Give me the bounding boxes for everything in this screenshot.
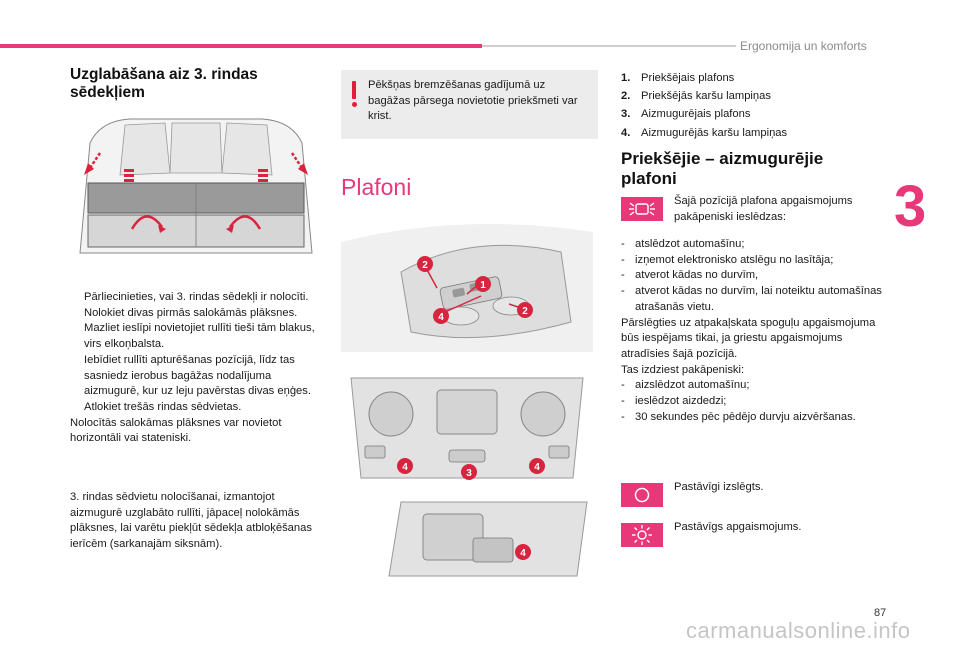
warning-box: Pēkšņas bremzēšanas gadījumā uz bagāžas … bbox=[341, 70, 598, 139]
header-accent-bar bbox=[0, 44, 482, 48]
storage-paragraph: 3. rindas sēdvietu nolocīšanai, izmantoj… bbox=[70, 491, 312, 551]
list-item: -ieslēdzot aizdedzi; bbox=[621, 395, 727, 408]
legend-item: 1.Priekšējais plafons bbox=[621, 72, 735, 84]
list-item: -30 sekundes pēc pēdējo durvju aizvēršan… bbox=[621, 410, 856, 423]
lamp-legend: 1.Priekšējais plafons 2.Priekšējās karšu… bbox=[621, 69, 881, 142]
step-item: Mazliet ieslīpi novietojiet rullīti tieš… bbox=[84, 322, 315, 351]
step-item: Iebīdiet rullīti apturēšanas pozīcijā, l… bbox=[84, 353, 311, 398]
light-on-icon bbox=[621, 523, 663, 547]
front-ceiling-lamp-illustration: 2 1 4 2 bbox=[341, 212, 593, 352]
light-conditions-text: -atslēdzot automašīnu; -izņemot elektron… bbox=[621, 237, 883, 425]
step-item: Atlokiet trešās rindas sēdvietas. bbox=[84, 400, 242, 413]
step-item: Pārliecinieties, vai 3. rindas sēdekļi i… bbox=[84, 291, 309, 303]
fade-out-paragraph: Tas izdziest pakāpeniski: bbox=[621, 363, 745, 376]
light-on-text: Pastāvīgs apgaismojums. bbox=[674, 521, 802, 533]
mirror-light-paragraph: Pārslēgties uz atpakaļskata spoguļu apga… bbox=[621, 316, 876, 360]
header-divider bbox=[482, 45, 736, 47]
storage-note: Nolocītās salokāmas plāksnes var novieto… bbox=[70, 416, 282, 445]
light-off-text: Pastāvīgi izslēgts. bbox=[674, 481, 764, 493]
callout-3: 3 bbox=[466, 468, 472, 479]
rear-ceiling-lamp-illustration: 4 3 4 bbox=[341, 370, 593, 480]
rear-map-lamp-illustration: 4 bbox=[341, 496, 593, 581]
front-rear-heading: Priekšējie – aizmugurējie plafoni bbox=[621, 149, 824, 188]
auto-light-icon bbox=[621, 197, 663, 221]
callout-4: 4 bbox=[402, 462, 408, 473]
warning-exclamation-icon bbox=[351, 81, 357, 107]
legend-item: 3.Aizmugurējais plafons bbox=[621, 108, 751, 121]
plafoni-title: Plafoni bbox=[341, 174, 412, 200]
chapter-title: Ergonomija un komforts bbox=[740, 39, 867, 53]
list-item: -atslēdzot automašīnu; bbox=[621, 238, 745, 250]
legend-item: 4.Aizmugurējās karšu lampiņas bbox=[621, 126, 788, 139]
chapter-number: 3 bbox=[894, 174, 927, 239]
list-item: -aizslēdzot automašīnu; bbox=[621, 379, 750, 392]
callout-1: 1 bbox=[480, 280, 486, 291]
legend-item: 2.Priekšējās karšu lampiņas bbox=[621, 90, 771, 103]
list-item: -atverot kādas no durvīm, bbox=[621, 269, 759, 282]
auto-light-text: Šajā pozīcijā plafona apgaismojums pakāp… bbox=[674, 195, 853, 223]
storage-steps: Pārliecinieties, vai 3. rindas sēdekļi i… bbox=[70, 290, 328, 447]
callout-4: 4 bbox=[534, 462, 540, 473]
watermark: carmanualsonline.info bbox=[686, 618, 911, 643]
callout-4: 4 bbox=[520, 548, 526, 559]
list-item: -atverot kādas no durvīm, lai noteiktu a… bbox=[621, 285, 882, 313]
light-off-icon bbox=[621, 483, 663, 507]
callout-2: 2 bbox=[422, 260, 428, 271]
step-item: Nolokiet divas pirmās salokāmās plāksnes… bbox=[84, 306, 298, 319]
list-item: -izņemot elektronisko atslēgu no lasītāj… bbox=[621, 253, 834, 266]
storage-heading: Uzglabāšana aiz 3. rindas sēdekļiem bbox=[70, 66, 258, 101]
callout-4: 4 bbox=[438, 312, 444, 323]
callout-2: 2 bbox=[522, 306, 528, 317]
page-number: 87 bbox=[874, 607, 887, 619]
warning-text: Pēkšņas bremzēšanas gadījumā uz bagāžas … bbox=[368, 79, 578, 123]
trunk-illustration bbox=[70, 113, 322, 263]
